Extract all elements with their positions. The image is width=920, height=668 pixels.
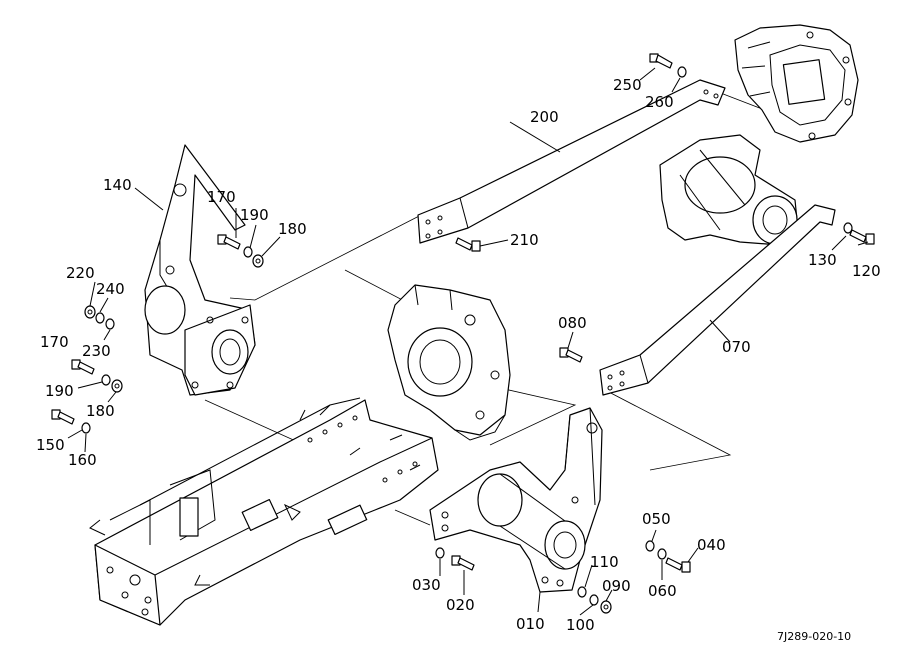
bolt-210 <box>455 237 481 252</box>
washer-060 <box>657 548 667 560</box>
assembly-guide-lines <box>204 91 801 526</box>
callout-230: 230 <box>82 342 111 360</box>
nut-180-lower <box>111 379 123 393</box>
bolt-020 <box>451 555 475 571</box>
callout-140: 140 <box>103 176 132 194</box>
callout-190-upper: 190 <box>240 206 269 224</box>
callout-120: 120 <box>852 262 881 280</box>
callout-190-lower: 190 <box>45 382 74 400</box>
transmission-housing <box>734 24 859 143</box>
callout-100: 100 <box>566 616 595 634</box>
upper-link-rod <box>417 79 726 244</box>
callout-020: 020 <box>446 596 475 614</box>
washer-260 <box>677 66 687 78</box>
nut-220 <box>84 305 96 319</box>
callout-180-upper: 180 <box>278 220 307 238</box>
washer-230 <box>95 312 105 324</box>
callout-030: 030 <box>412 576 441 594</box>
callout-200: 200 <box>530 108 559 126</box>
callout-labels: 140 170 190 180 200 210 250 260 130 120 … <box>36 76 881 643</box>
washer-130 <box>843 222 853 234</box>
nut-090 <box>600 600 612 614</box>
callout-170-upper: 170 <box>207 188 236 206</box>
right-pivot-bracket <box>429 407 603 593</box>
bolt-170-lower <box>71 359 95 375</box>
bolt-170-upper <box>217 234 241 250</box>
washer-190-lower <box>101 374 111 386</box>
callout-050: 050 <box>642 510 671 528</box>
washer-100 <box>589 594 599 606</box>
callout-040: 040 <box>697 536 726 554</box>
lower-link-rod <box>599 204 836 396</box>
washer-160 <box>81 422 91 434</box>
nut-180-upper <box>252 254 264 268</box>
washer-190-upper <box>243 246 253 258</box>
washer-050 <box>645 540 655 552</box>
washer-030 <box>435 547 445 559</box>
callout-110: 110 <box>590 553 619 571</box>
bolt-150 <box>51 409 75 425</box>
bolt-040 <box>665 557 691 573</box>
axle-hub-housing <box>659 134 799 246</box>
callout-240: 240 <box>96 280 125 298</box>
bolt-250 <box>649 53 673 69</box>
washer-240 <box>105 318 115 330</box>
left-pivot-bracket <box>144 144 256 396</box>
callout-250: 250 <box>613 76 642 94</box>
leader-lines <box>67 67 869 616</box>
callout-260: 260 <box>645 93 674 111</box>
main-frame <box>89 397 439 626</box>
callout-080: 080 <box>558 314 587 332</box>
callout-210: 210 <box>510 231 539 249</box>
bolt-080 <box>559 347 583 363</box>
callout-160: 160 <box>68 451 97 469</box>
reference-code: 7J289-020-10 <box>777 630 851 643</box>
center-gearbox-casting <box>387 284 511 441</box>
callout-150: 150 <box>36 436 65 454</box>
washer-110 <box>577 586 587 598</box>
callout-180-lower: 180 <box>86 402 115 420</box>
callout-130: 130 <box>808 251 837 269</box>
callout-220: 220 <box>66 264 95 282</box>
callout-090: 090 <box>602 577 631 595</box>
callout-170-lower: 170 <box>40 333 69 351</box>
bolt-120 <box>849 229 875 245</box>
callout-070: 070 <box>722 338 751 356</box>
callout-010: 010 <box>516 615 545 633</box>
callout-060: 060 <box>648 582 677 600</box>
